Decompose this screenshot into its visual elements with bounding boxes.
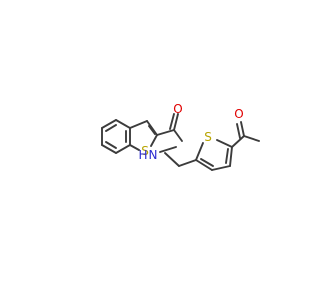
bond [211, 165, 231, 171]
ethyl-linker [159, 146, 197, 167]
bond [240, 121, 245, 137]
double-bond [236, 123, 241, 139]
fused-thiophene-ring [129, 120, 158, 151]
bond [229, 146, 233, 167]
bond [231, 135, 245, 148]
bond [115, 119, 131, 129]
bond [195, 142, 204, 161]
benzene-ring [101, 119, 131, 154]
bond [173, 113, 179, 131]
bond [129, 144, 140, 151]
double-bond [169, 113, 175, 130]
bond [216, 139, 233, 148]
bond [243, 135, 260, 142]
bond [164, 152, 180, 167]
double-bond [105, 124, 117, 132]
double-bond [225, 148, 229, 164]
bond [159, 146, 177, 153]
molecule-diagram: S O N H S O [101, 102, 260, 171]
bond [195, 159, 213, 171]
amide-oxygen-label: O [173, 102, 182, 116]
structure-canvas: S O N H S O [101, 102, 260, 171]
bond [146, 120, 158, 136]
bond [173, 129, 183, 142]
bond [150, 134, 158, 147]
bond [115, 144, 131, 154]
acetyl-oxygen-label: O [234, 107, 243, 121]
double-bond [105, 141, 117, 149]
bond [129, 120, 148, 129]
bond [178, 159, 197, 167]
bond [156, 129, 175, 136]
double-bond [200, 158, 214, 167]
bond [101, 119, 117, 129]
acetyl-group [231, 121, 260, 148]
bond [101, 144, 117, 154]
amide-group [156, 113, 183, 142]
amide-hydrogen-label: H [138, 148, 147, 162]
amide-nitrogen-label: N [149, 148, 158, 162]
thiophene-sulfur-label: S [204, 130, 212, 144]
sulfur-atom-label: S [141, 144, 149, 158]
double-bond [148, 125, 156, 135]
acetyl-thiophene-ring [195, 139, 233, 171]
